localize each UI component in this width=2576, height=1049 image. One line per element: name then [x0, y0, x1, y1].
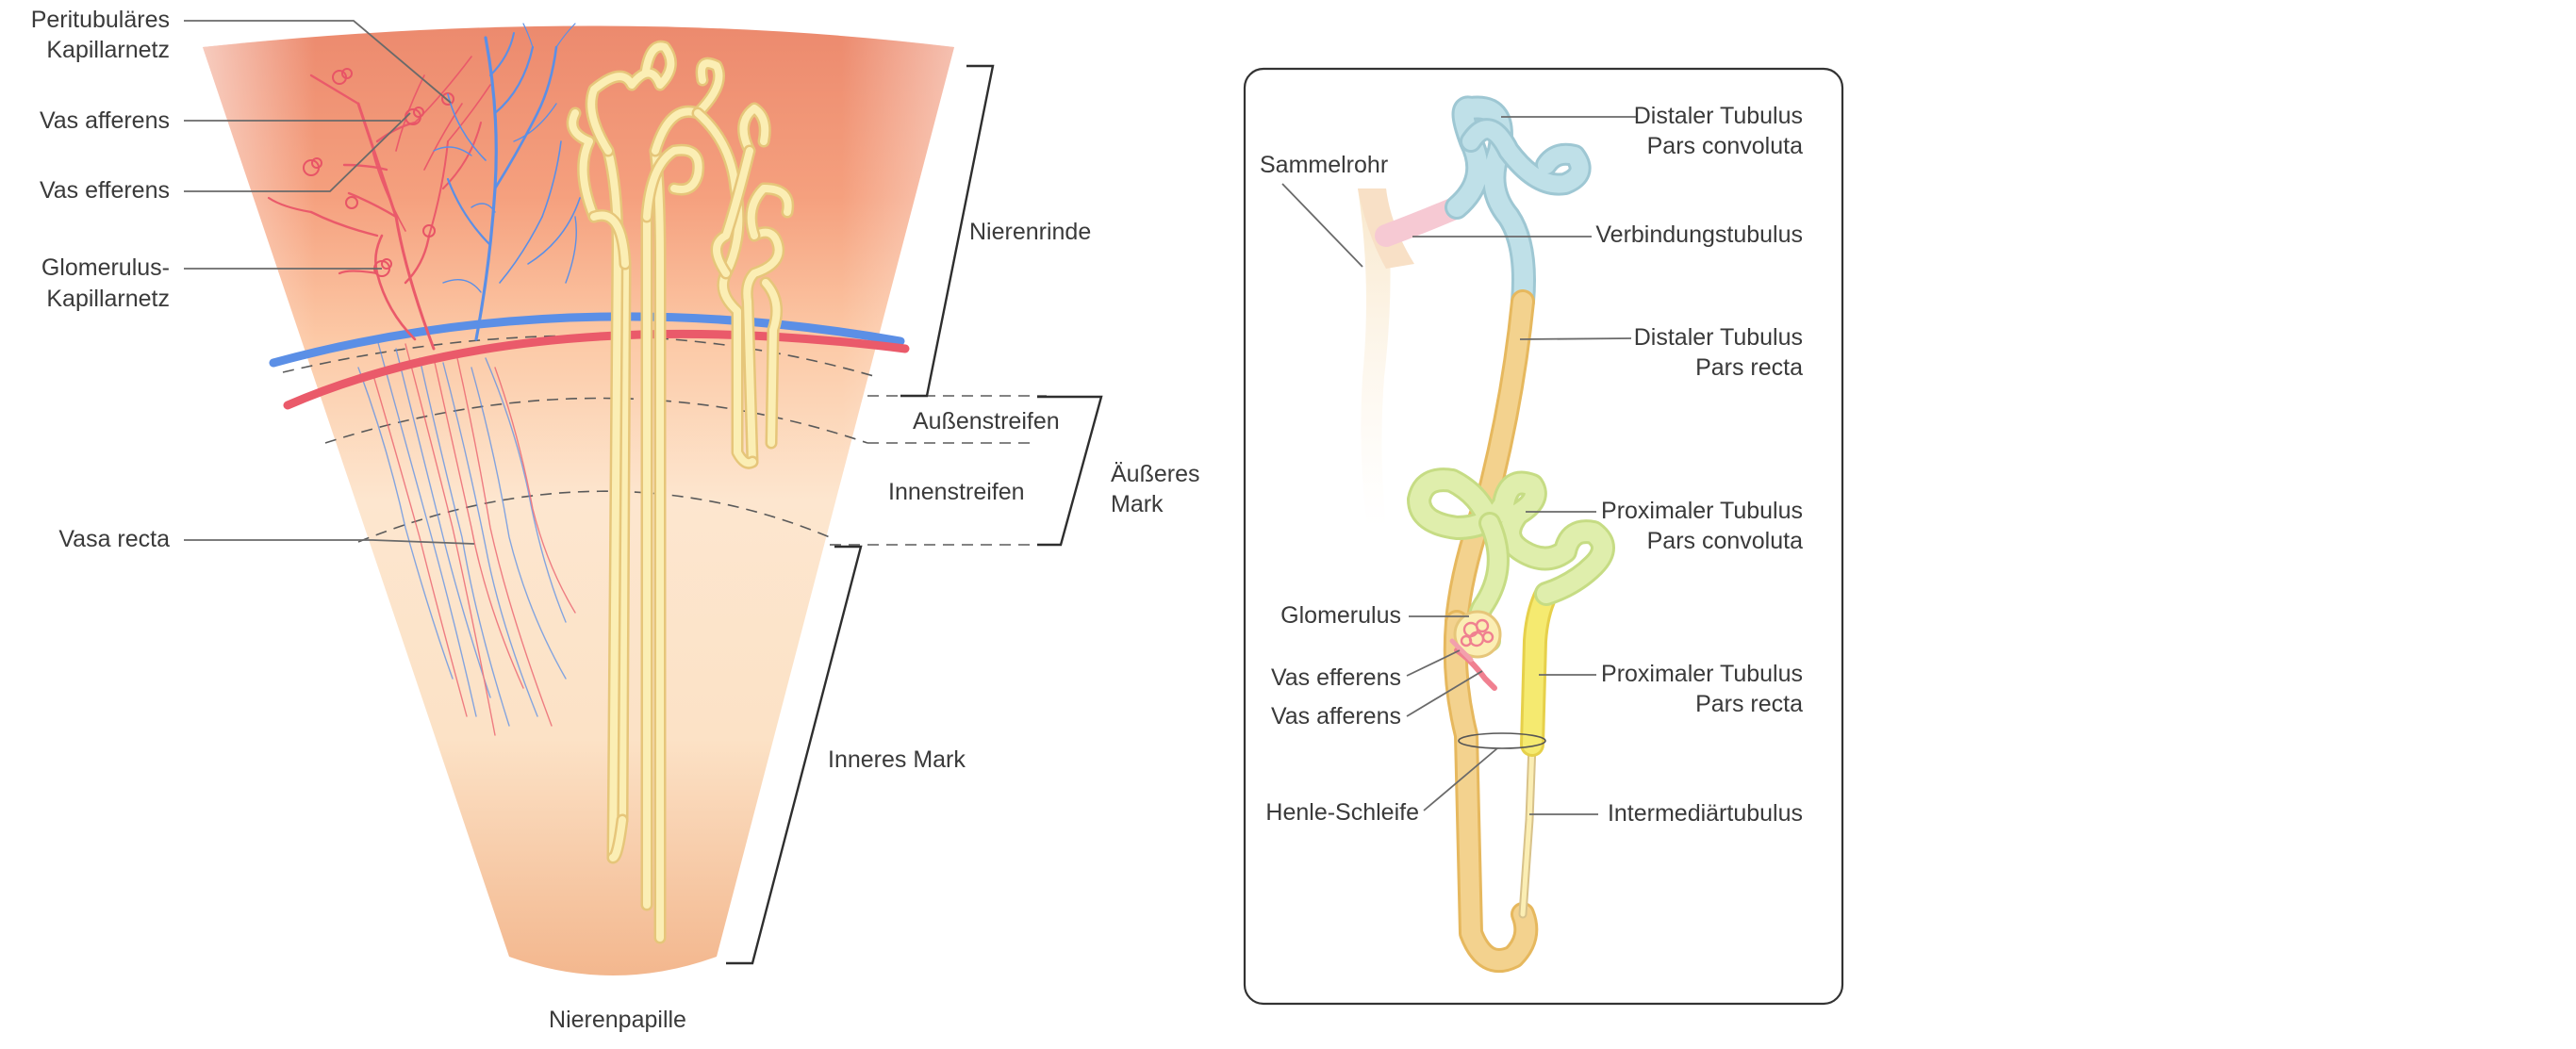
collecting-duct — [1358, 188, 1391, 528]
label-distaler-recta-2: Pars recta — [1695, 354, 1803, 381]
outer-inner-stripe-boundary — [324, 397, 868, 444]
label-vasa-recta: Vasa recta — [58, 526, 170, 552]
arcuate-artery — [283, 329, 910, 410]
henle-loop-fill — [1445, 613, 1536, 970]
label-aeusseres-mark-2: Mark — [1111, 491, 1164, 517]
label-sammelrohr: Sammelrohr — [1260, 152, 1388, 178]
arcuate-vessels — [269, 312, 910, 410]
nephron-panel — [1243, 67, 1844, 1006]
leader-distaler-recta — [1519, 337, 1632, 340]
label-intermediaertubulus: Intermediärtubulus — [1608, 800, 1803, 827]
label-proximaler-recta-2: Pars recta — [1695, 691, 1803, 717]
leader-peritubulaeres — [184, 20, 452, 104]
label-aussenstreifen: Außenstreifen — [913, 408, 1060, 434]
label-nierenrinde: Nierenrinde — [969, 219, 1091, 245]
arcuate-vein — [269, 312, 905, 368]
short-loop-nephron — [710, 102, 795, 469]
label-proximaler-conv-2: Pars convoluta — [1647, 528, 1803, 554]
leader-henle-schleife — [1423, 747, 1498, 811]
label-distaler-conv-1: Distaler Tubulus — [1634, 103, 1803, 129]
left-labels: Peritubuläres Kapillarnetz Vas afferens … — [31, 7, 1200, 1033]
label-nierenpapille: Nierenpapille — [549, 1007, 686, 1033]
bracket-aeusseres-mark — [1037, 395, 1103, 547]
label-innenstreifen: Innenstreifen — [888, 479, 1025, 505]
label-proximaler-conv-1: Proximaler Tubulus — [1601, 498, 1803, 524]
outer-inner-medulla-boundary — [357, 490, 831, 543]
label-verbindungstubulus: Verbindungstubulus — [1595, 221, 1803, 248]
leader-vas-afferens-right — [1406, 670, 1483, 717]
label-henle-schleife: Henle-Schleife — [1265, 799, 1419, 826]
leader-vasa-recta — [184, 539, 475, 545]
henle-loop-thin-fill — [1520, 742, 1535, 917]
label-vas-efferens-right: Vas efferens — [1271, 664, 1401, 691]
label-glomerulus: Glomerulus — [1280, 602, 1401, 629]
right-labels: Sammelrohr Distaler Tubulus Pars convolu… — [1260, 103, 1803, 827]
glomeruli-left — [303, 68, 454, 277]
leader-sammelrohr — [1281, 183, 1363, 268]
peritubular-capillaries — [433, 23, 581, 341]
henle-ring-marker — [1458, 732, 1546, 749]
vas-afferens-vessel — [1454, 647, 1497, 691]
label-vas-afferens-right: Vas afferens — [1271, 703, 1401, 729]
label-vas-efferens: Vas efferens — [40, 177, 170, 204]
label-distaler-conv-2: Pars convoluta — [1647, 133, 1803, 159]
bracket-nierenrinde — [900, 64, 995, 398]
distal-straight-fill — [1447, 292, 1532, 631]
tubules-left — [566, 40, 795, 944]
label-proximaler-recta-1: Proximaler Tubulus — [1601, 661, 1803, 687]
label-inneres-mark: Inneres Mark — [828, 746, 966, 773]
label-glomerulus-kap-1: Glomerulus- — [41, 254, 170, 281]
label-peritubulaeres-1: Peritubuläres — [31, 7, 170, 33]
vas-efferens-vessel — [1449, 638, 1474, 663]
leader-vas-efferens-right — [1406, 649, 1461, 677]
label-glomerulus-kap-2: Kapillarnetz — [46, 286, 170, 312]
nephron-panel-frame — [1243, 67, 1844, 1006]
leader-vas-efferens — [184, 112, 411, 192]
label-aeusseres-mark-1: Äußeres — [1111, 461, 1199, 487]
vasa-recta — [357, 338, 576, 736]
distal-convoluted-tubule — [1445, 95, 1592, 314]
glomerulus-right — [1449, 610, 1502, 691]
label-vas-afferens: Vas afferens — [40, 107, 170, 134]
bracket-inneres-mark — [726, 545, 863, 965]
zone-boundaries — [282, 335, 1047, 546]
label-peritubulaeres-2: Kapillarnetz — [46, 37, 170, 63]
label-distaler-recta-1: Distaler Tubulus — [1634, 324, 1803, 351]
